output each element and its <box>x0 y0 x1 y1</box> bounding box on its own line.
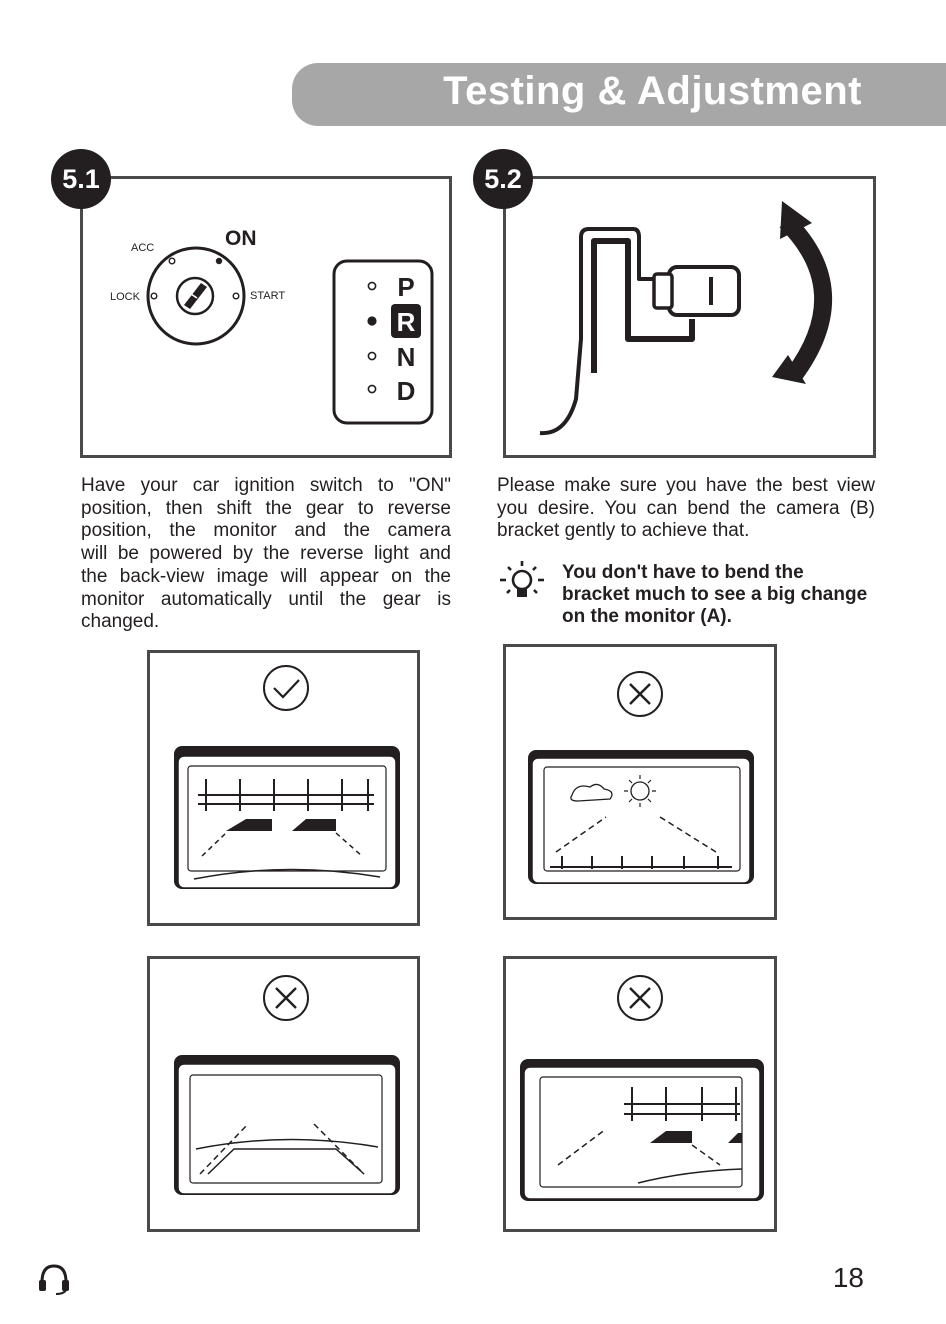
text-line: Have your car ignition switch to "ON" <box>81 475 451 496</box>
cross-icon <box>617 975 663 1021</box>
text-line: Please make sure you have the best view <box>497 475 875 496</box>
monitor-screen <box>520 1059 764 1201</box>
monitor-screen <box>174 746 400 889</box>
cross-icon <box>263 975 309 1021</box>
tip-text: You don't have to bend the bracket much … <box>562 562 892 628</box>
text-line: bracket gently to achieve that. <box>497 520 750 542</box>
section-5-2-text: Please make sure you have the best view … <box>497 475 875 543</box>
monitor-example-wrong-sky <box>503 644 777 920</box>
text-line: the back-view image will appear on the <box>81 565 451 587</box>
headset-icon <box>39 1264 69 1295</box>
text-line: will be powered by the reverse light and <box>81 543 451 565</box>
text-line: changed. <box>81 611 160 633</box>
ignition-switch: ACC ON LOCK START <box>110 227 285 346</box>
text-line: monitor automatically until the gear is <box>81 588 451 610</box>
monitor-example-wrong-offset <box>503 956 777 1232</box>
camera-bracket-drawing <box>539 201 832 436</box>
cross-icon <box>617 671 663 717</box>
text-line: position, the monitor and the camera <box>81 520 451 542</box>
ignition-gear-illustration: ACC ON LOCK START P R N D <box>80 176 452 458</box>
monitor-screen <box>174 1055 400 1195</box>
page-title: Testing & Adjustment <box>443 69 862 113</box>
ignition-on-label: ON <box>225 227 257 250</box>
section-badge-5-2: 5.2 <box>473 149 533 209</box>
monitor-example-correct <box>147 650 420 926</box>
text-line: position, then shift the gear to reverse <box>81 497 451 519</box>
lightbulb-icon <box>500 561 544 597</box>
monitor-example-wrong-ground <box>147 956 420 1232</box>
gear-n-label: N <box>397 342 416 372</box>
tip-line: You don't have to bend the <box>562 562 804 583</box>
page-number: 18 <box>832 1262 864 1293</box>
gear-p-label: P <box>397 272 414 302</box>
ignition-lock-label: LOCK <box>110 291 141 303</box>
section-badge-5-1: 5.1 <box>51 149 111 209</box>
monitor-screen <box>528 750 754 884</box>
gear-d-label: D <box>397 376 416 406</box>
text-line: you desire. You can bend the camera (B) <box>497 497 875 519</box>
checkmark-icon <box>263 665 309 711</box>
camera-bracket-illustration <box>503 176 876 458</box>
ignition-acc-label: ACC <box>131 242 154 254</box>
gear-r-label: R <box>397 307 416 337</box>
tip-line: on the monitor (A). <box>562 606 732 627</box>
ignition-gear-drawing: ACC ON LOCK START P R N D <box>110 227 434 425</box>
gear-selector: P R N D <box>332 259 434 425</box>
ignition-start-label: START <box>250 290 285 302</box>
header-bar: Testing & Adjustment <box>292 63 946 126</box>
tip-line: bracket much to see a big change <box>562 584 868 605</box>
section-5-1-text: Have your car ignition switch to "ON" po… <box>81 475 451 634</box>
